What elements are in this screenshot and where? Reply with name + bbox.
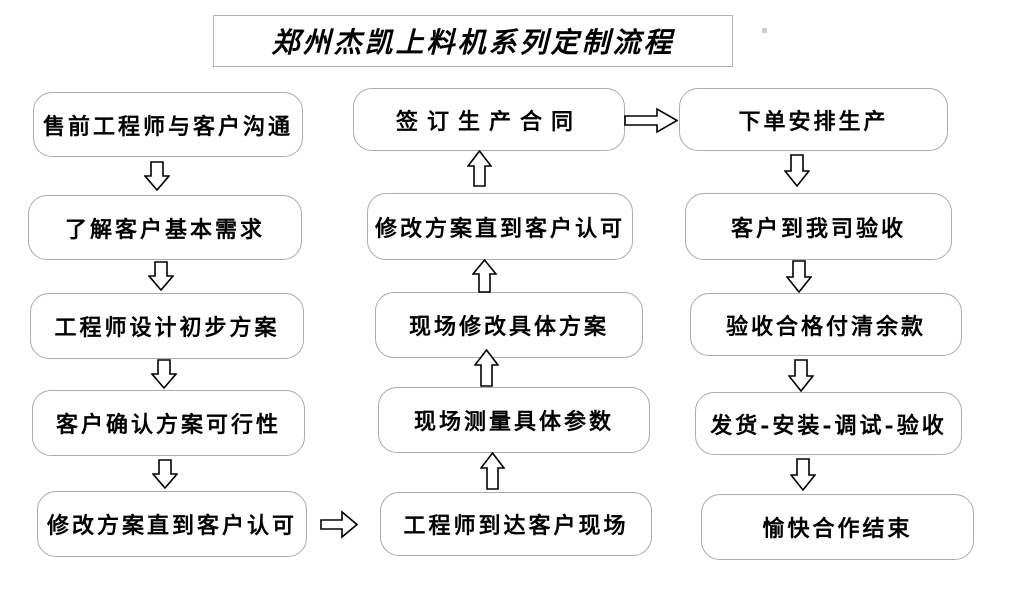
arrow-down-icon [151, 359, 177, 389]
arrow-down-icon [148, 261, 174, 291]
flow-node: 现场测量具体参数 [378, 387, 650, 453]
flow-node: 工程师设计初步方案 [30, 293, 304, 359]
flow-node: 验收合格付清余款 [690, 293, 962, 356]
flow-node: 了解客户基本需求 [28, 195, 302, 260]
page-title: 郑州杰凯上料机系列定制流程 [271, 26, 675, 59]
arrow-up-icon [474, 349, 499, 387]
arrow-down-icon [790, 458, 816, 491]
arrow-down-icon [788, 359, 814, 392]
arrow-right-icon [320, 510, 358, 539]
arrow-down-icon [152, 459, 178, 489]
arrow-down-icon [144, 161, 170, 191]
arrow-up-icon [472, 259, 497, 293]
flow-node: 修改方案直到客户认可 [37, 491, 307, 557]
flow-node: 下单安排生产 [679, 88, 948, 151]
flow-node: 工程师到达客户现场 [380, 492, 652, 556]
flow-node: 现场修改具体方案 [375, 292, 643, 358]
title-box: 郑州杰凯上料机系列定制流程 [213, 15, 733, 67]
flow-node: 修改方案直到客户认可 [367, 193, 633, 260]
flow-node: 客户到我司验收 [685, 193, 952, 260]
arrow-down-icon [784, 154, 810, 187]
flow-node: 售前工程师与客户沟通 [33, 92, 303, 157]
arrow-down-icon [786, 260, 812, 293]
arrow-up-icon [467, 150, 492, 187]
flow-node: 客户确认方案可行性 [32, 390, 305, 456]
flow-node: 愉快合作结束 [701, 494, 974, 560]
flow-node: 签订生产合同 [353, 88, 625, 151]
arrow-up-icon [480, 452, 505, 490]
arrow-right-icon [624, 107, 678, 134]
flow-node: 发货-安装-调试-验收 [695, 392, 962, 455]
stray-mark [762, 28, 767, 33]
